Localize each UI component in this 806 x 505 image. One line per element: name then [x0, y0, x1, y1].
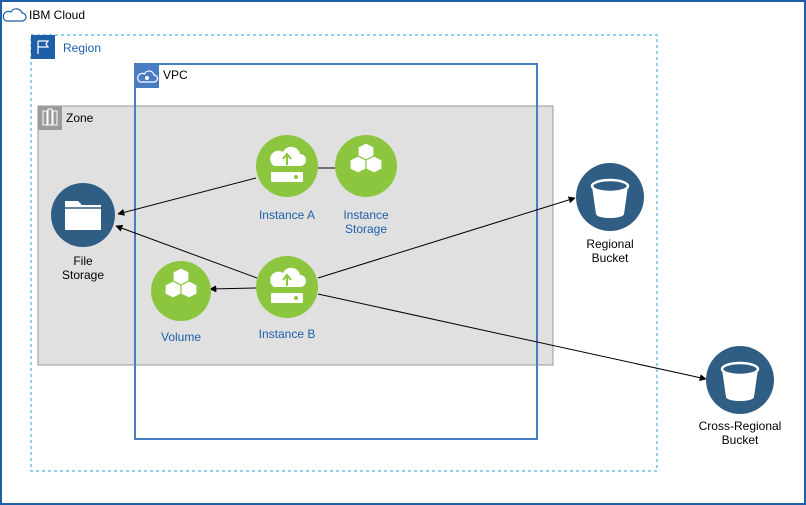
ibm-cloud-title: IBM Cloud — [29, 8, 86, 22]
instance-a-label: Instance A — [258, 208, 316, 222]
region-container — [30, 34, 658, 472]
cross-regional-bucket-label-line2: Bucket — [721, 433, 759, 447]
instance-b-icon[interactable] — [256, 256, 318, 318]
file-storage-label: File Storage — [48, 254, 118, 282]
arrow-instance-b-to-cross-regional-bucket — [317, 293, 707, 382]
regional-bucket-label-line1: Regional — [586, 237, 634, 251]
arrow-instance-b-to-volume — [209, 285, 257, 293]
datacenter-icon — [38, 106, 62, 130]
ibm-cloud-icon — [2, 8, 27, 22]
vpc-title: VPC — [163, 68, 188, 82]
file-storage-label-line2: Storage — [61, 268, 105, 282]
zone-title: Zone — [66, 111, 94, 125]
arrow-instance-a-to-file-storage — [117, 177, 257, 216]
cross-regional-bucket-icon[interactable] — [706, 346, 774, 414]
vpc-icon — [135, 64, 159, 88]
regional-bucket-icon[interactable] — [576, 163, 644, 231]
regional-bucket-label: Regional Bucket — [570, 237, 650, 265]
instance-storage-label-line2: Storage — [344, 222, 388, 236]
volume-icon[interactable] — [151, 261, 211, 321]
region-title: Region — [63, 41, 102, 55]
file-storage-icon[interactable] — [51, 183, 115, 247]
instance-a-icon[interactable] — [256, 135, 318, 197]
instance-b-label: Instance B — [258, 327, 316, 341]
instance-storage-icon[interactable] — [335, 135, 397, 197]
cross-regional-bucket-label: Cross-Regional Bucket — [690, 419, 790, 447]
arrow-instance-b-to-file-storage — [115, 224, 258, 279]
instance-storage-label: Instance Storage — [336, 208, 396, 236]
volume-label: Volume — [160, 330, 202, 344]
arrow-instance-b-to-regional-bucket — [317, 196, 576, 279]
file-storage-label-line1: File — [73, 254, 93, 268]
instance-storage-label-line1: Instance — [343, 208, 389, 222]
regional-bucket-label-line2: Bucket — [591, 251, 629, 265]
cross-regional-bucket-label-line1: Cross-Regional — [698, 419, 782, 433]
vpc-container — [134, 63, 538, 440]
